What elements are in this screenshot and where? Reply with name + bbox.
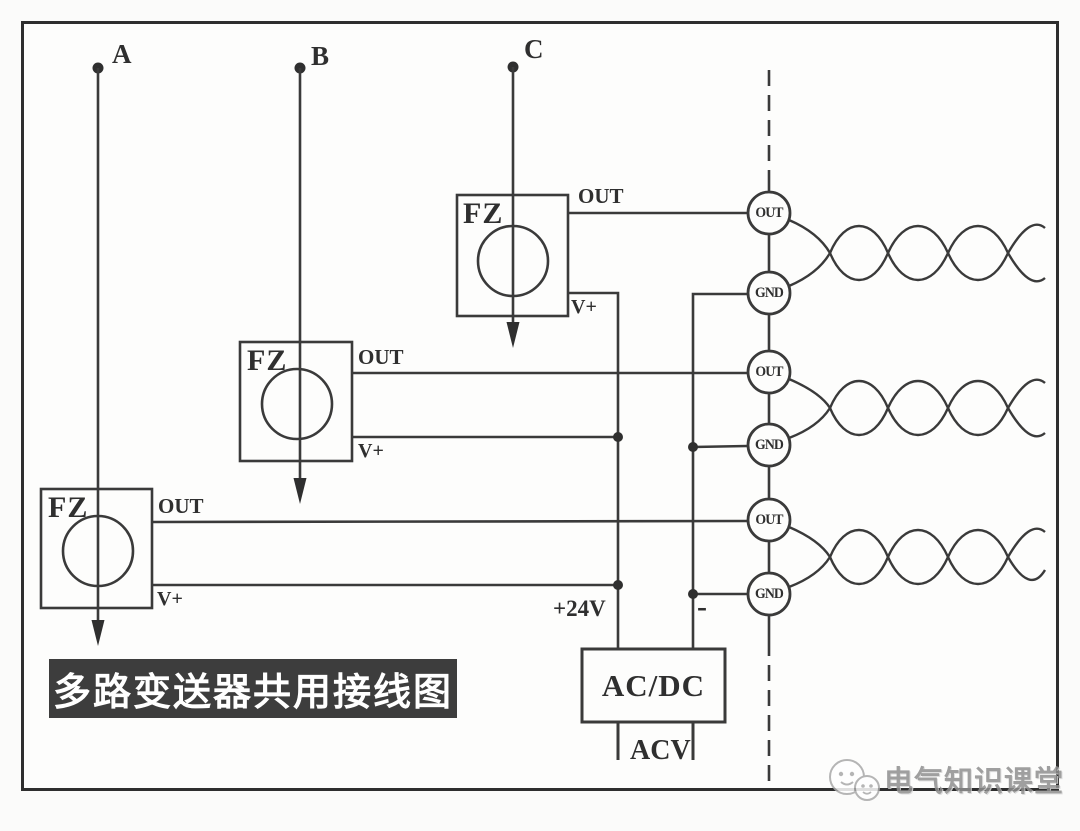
transmitter-box-c — [455, 193, 570, 318]
gnd-bus — [688, 292, 748, 649]
phase-line-a — [91, 62, 105, 646]
transmitter-b-label: FZ — [247, 344, 288, 377]
terminal-circles — [746, 190, 792, 617]
phase-b-label: B — [311, 41, 330, 71]
phase-line-b — [293, 62, 307, 504]
acdc-box — [580, 647, 727, 760]
terminal-2-out-label: OUT — [755, 364, 783, 380]
transmitter-box-b — [238, 340, 354, 463]
vplus-24v-bus — [152, 291, 623, 649]
transmitter-a-out-label: OUT — [158, 494, 204, 518]
phase-a-label: A — [112, 39, 132, 69]
title-banner: 多路变送器共用接线图 — [49, 659, 457, 718]
acv-input-label: ACV — [630, 735, 691, 766]
terminal-2-gnd-label: GND — [755, 437, 784, 453]
twisted-pair-2 — [788, 377, 1046, 440]
wechat-emoji-icon — [829, 759, 880, 801]
out-signal-wires — [151, 211, 749, 524]
terminal-3-gnd-label: GND — [755, 586, 784, 602]
transmitter-c-label: FZ — [463, 197, 504, 230]
transmitter-a-vplus-label: V+ — [157, 588, 183, 610]
phase-line-c — [506, 61, 520, 348]
acdc-converter-label: AC/DC — [601, 667, 706, 703]
terminal-1-out-label: OUT — [755, 205, 783, 221]
terminal-3-out-label: OUT — [755, 512, 783, 528]
twisted-pair-1 — [788, 218, 1046, 288]
transmitter-b-out-label: OUT — [358, 345, 404, 369]
transmitter-box-a — [39, 487, 154, 610]
watermark-text: 电气知识课堂 — [884, 766, 1065, 798]
watermark: 电气知识课堂 — [824, 748, 1070, 810]
phase-c-label: C — [524, 34, 544, 64]
transmitter-c-out-label: OUT — [578, 184, 624, 208]
terminal-1-gnd-label: GND — [755, 285, 784, 301]
supply-positive-label: +24V — [553, 596, 606, 621]
transmitter-c-vplus-label: V+ — [571, 296, 597, 318]
transmitter-a-label: FZ — [48, 491, 89, 524]
twisted-pair-3 — [788, 525, 1047, 589]
transmitter-b-vplus-label: V+ — [358, 440, 384, 462]
supply-negative-label: - — [697, 590, 707, 623]
